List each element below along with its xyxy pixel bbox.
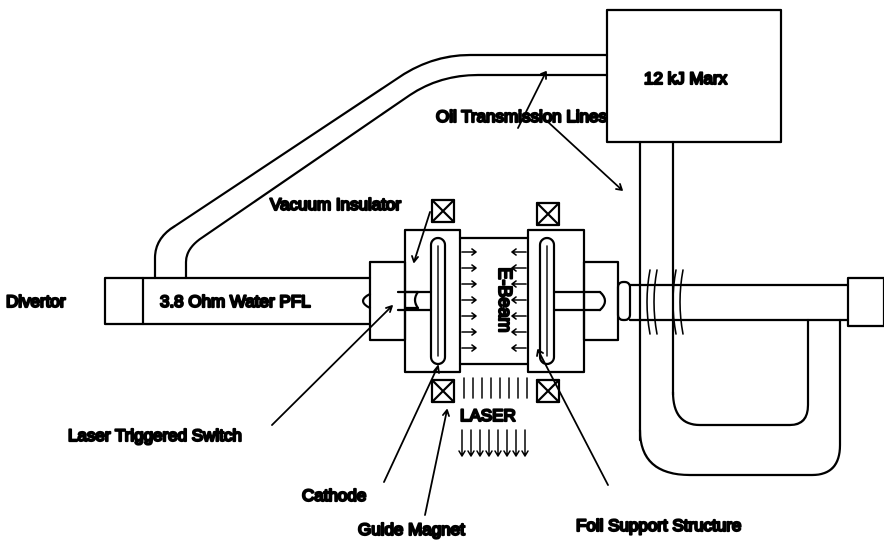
label-cathode: Cathode <box>302 486 366 505</box>
label-vacuum-insulator: Vacuum Insulator <box>270 195 401 214</box>
label-foil-support: Foil Support Structure <box>576 516 741 535</box>
marx-box <box>605 8 783 144</box>
label-marx: 12 kJ Marx <box>644 69 728 88</box>
pointer-cathode <box>383 365 440 483</box>
pointer-guide-magnet <box>424 409 450 516</box>
oil-transmission-lines <box>153 53 609 280</box>
guide-magnets <box>430 198 561 404</box>
label-guide-magnet: Guide Magnet <box>358 520 465 539</box>
pointer-oil-lower <box>547 121 623 191</box>
cathode-assembly <box>429 236 447 366</box>
switch-housing <box>368 228 462 374</box>
output-line <box>628 269 884 335</box>
label-laser-switch: Laser Triggered Switch <box>68 426 242 445</box>
pointer-laser-switch <box>271 305 393 426</box>
laser-arrows <box>458 377 529 457</box>
leader-lines <box>271 71 623 516</box>
label-ebeam: E-Beam <box>495 267 515 332</box>
water-pfl <box>141 276 372 326</box>
pointer-foil-support <box>536 349 609 486</box>
divertor-box <box>103 276 145 326</box>
guide-magnet-top-right <box>535 201 561 227</box>
label-divertor: Divertor <box>6 292 66 311</box>
pointer-vacuum-insulator <box>411 211 431 263</box>
oil-line-inner <box>184 73 609 280</box>
label-pfl: 3.8 Ohm Water PFL <box>160 292 311 311</box>
guide-magnet-top-left <box>430 198 456 224</box>
switch-stalk <box>396 290 433 312</box>
label-oil-transmission-lines: Oil Transmission Lines <box>436 107 607 126</box>
pointer-oil-upper <box>517 71 547 129</box>
foil-support-stalk <box>552 280 632 322</box>
ebeam-arrows-right <box>511 248 527 352</box>
ebeam-arrows-left <box>461 248 477 352</box>
ebeam-chamber <box>458 236 530 366</box>
ebeam-arrows <box>461 248 527 352</box>
marx-vertical-pipe <box>638 140 842 477</box>
label-laser: LASER <box>460 406 516 425</box>
oil-line-outer <box>153 53 609 280</box>
guide-magnet-bottom-left <box>430 378 456 404</box>
